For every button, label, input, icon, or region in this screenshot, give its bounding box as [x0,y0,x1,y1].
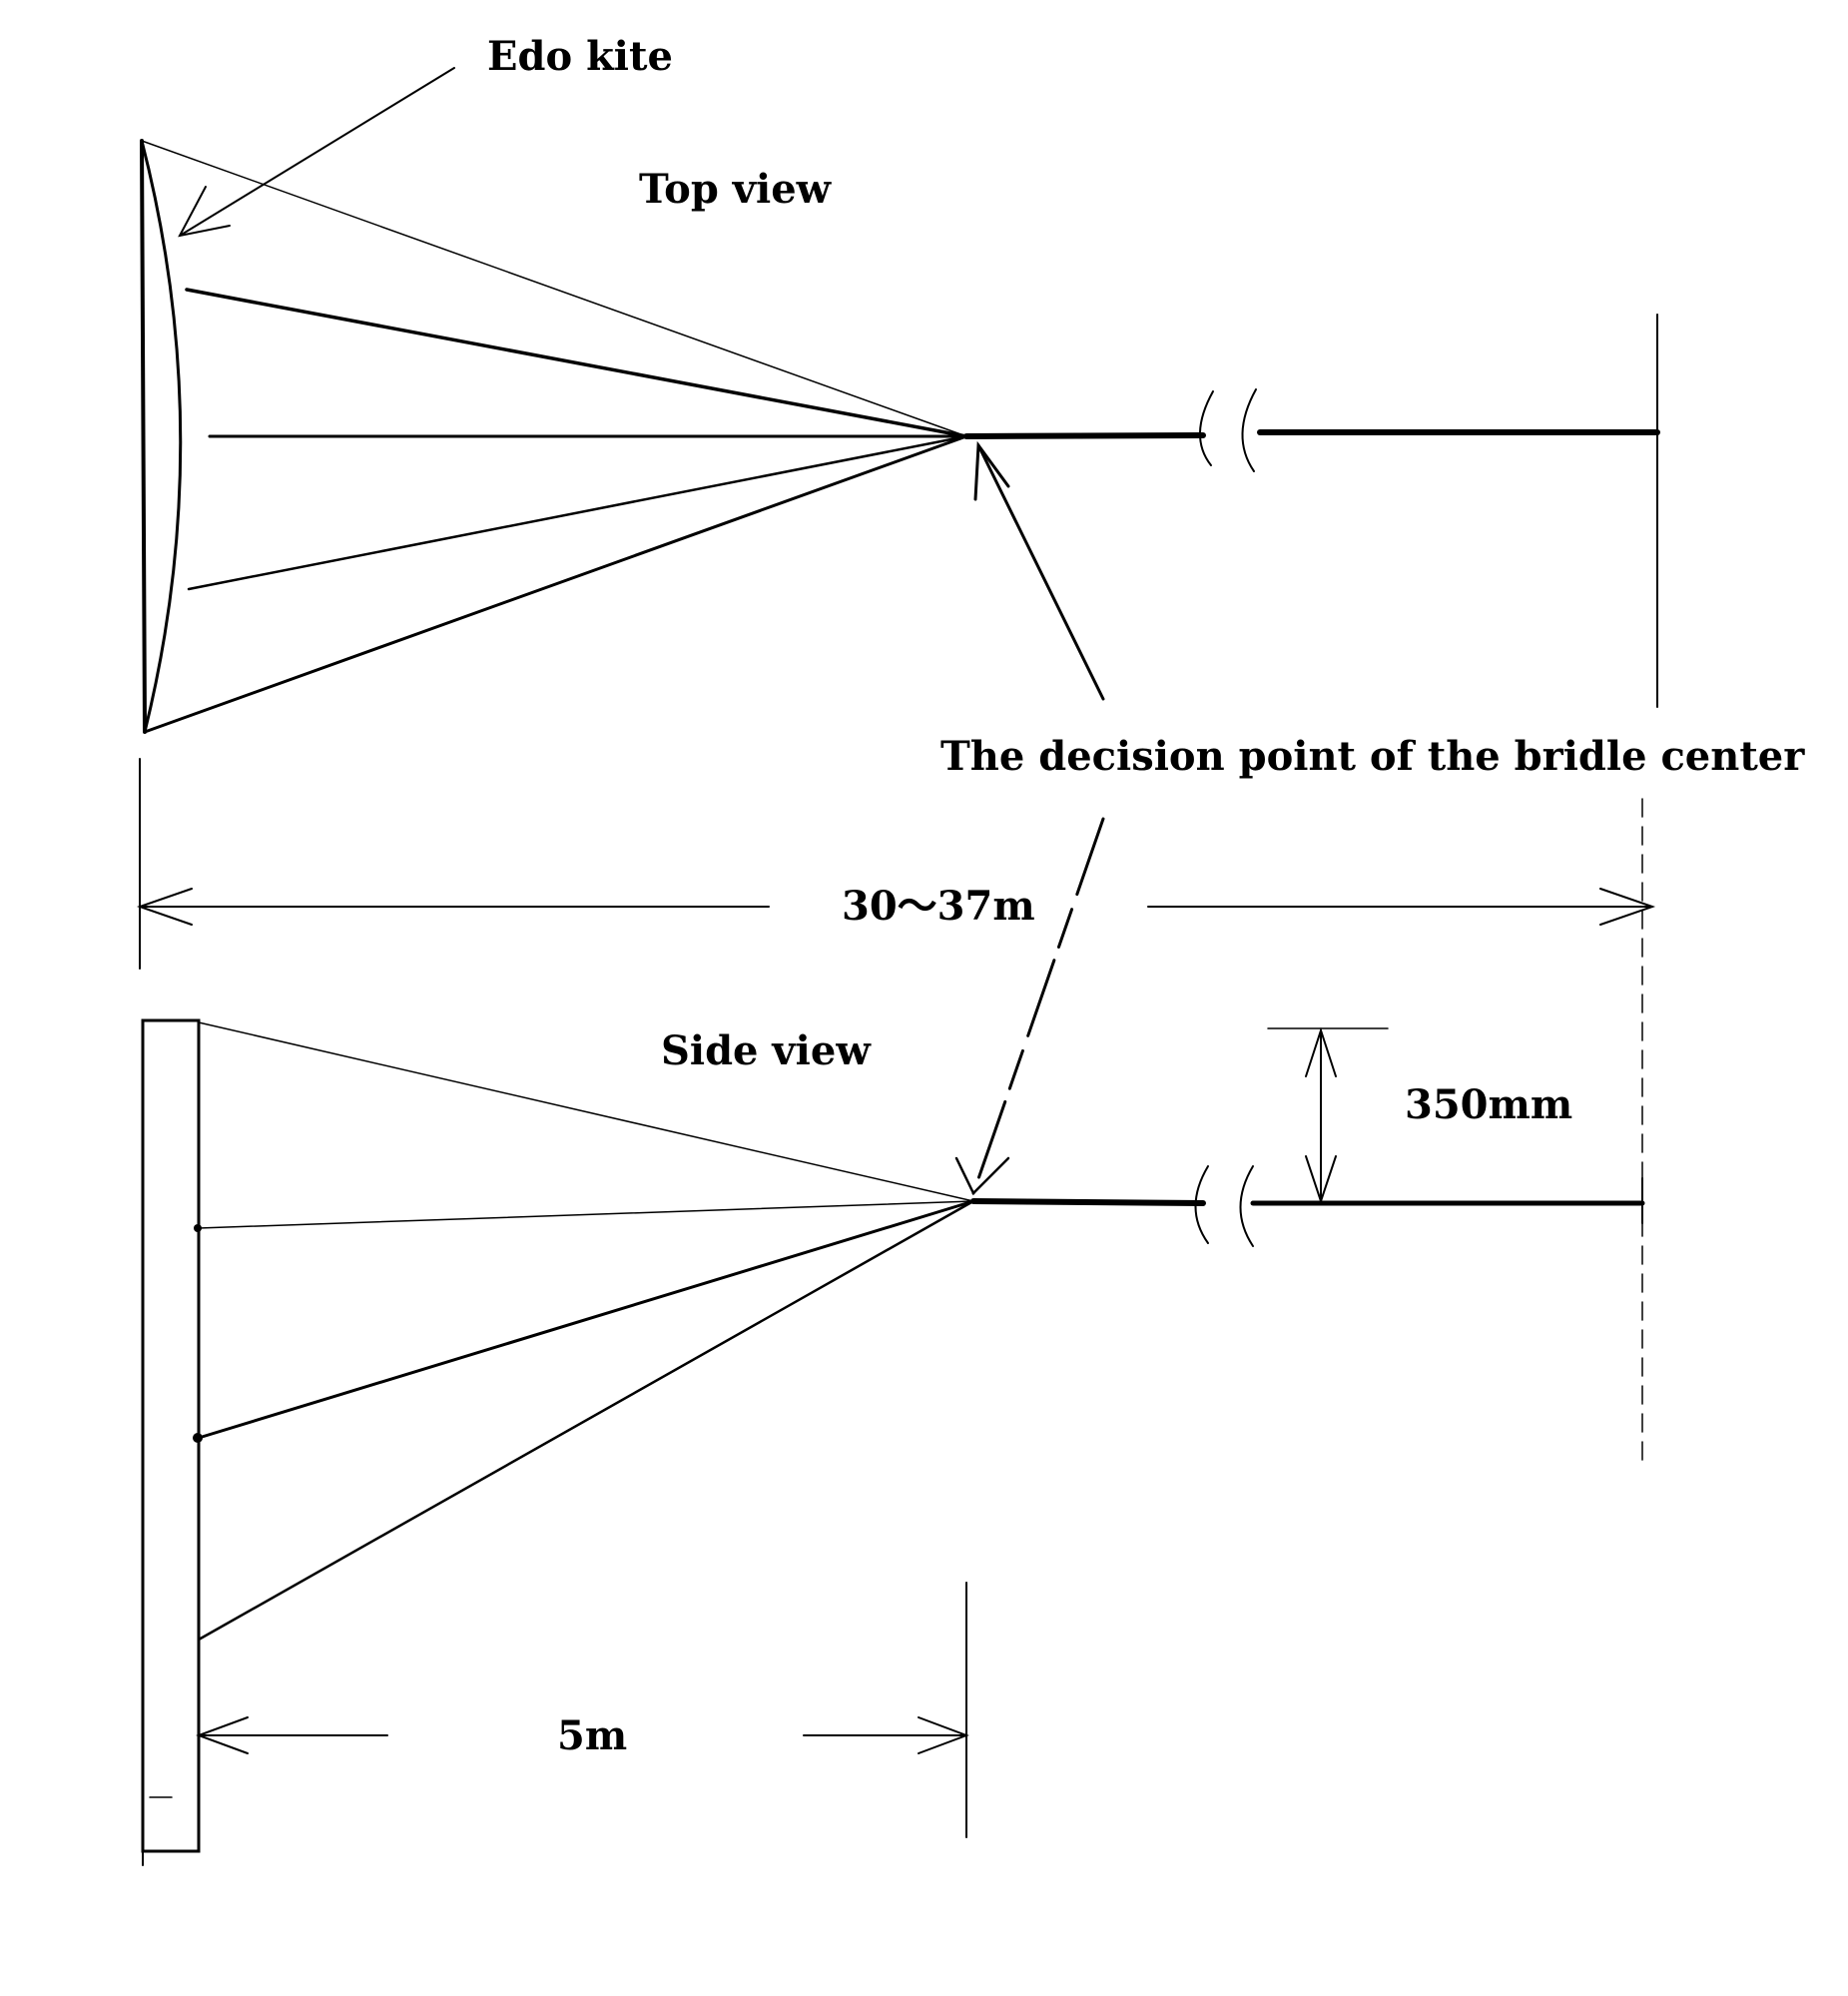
height-offset-label: 350mm [1405,1081,1572,1128]
side-bridle-line-1 [198,1021,974,1202]
top-line-break-right [1241,388,1257,472]
top-kite-outline [140,139,183,734]
top-view [140,67,1660,734]
total-arrow-left-head [136,888,193,926]
top-line-break-left [1199,390,1214,466]
top-bridle-line-1 [141,140,967,437]
total-length-label: 30～37m [842,883,1035,930]
total-arrow-right-head [1599,888,1656,926]
side-bridle-line-2 [198,1200,974,1229]
height-arrow-bottom-head [1305,1155,1337,1205]
side-flying-line-a [970,1198,1206,1206]
top-bridle-line-4 [187,434,968,591]
decision-point-label: The decision point of the bridle center [940,733,1805,780]
side-bridle-line-3 [197,1199,975,1440]
decision-pointer-top [973,440,1105,701]
side-kite-stick [141,1018,201,1853]
side-line-break-left [1194,1165,1209,1244]
side-attach-dot-2 [194,1224,202,1232]
edo-kite-pointer-head [178,186,231,238]
bridle-length-label: 5m [557,1712,627,1759]
height-arrow-top-head [1305,1026,1337,1077]
total-length-dimension [136,758,1656,1469]
top-bridle-line-2 [185,288,968,438]
decision-pointer-side [954,817,1105,1196]
top-bridle-line-5 [143,434,968,734]
top-kite-spine [140,139,147,734]
side-view-label: Side view [661,1027,872,1074]
side-bridle-line-4 [197,1199,975,1642]
side-line-break-right [1239,1165,1254,1247]
bridle-length-right-head [918,1716,969,1754]
bridle-length-left-head [196,1716,249,1754]
edo-kite-label: Edo kite [487,33,673,80]
top-flying-line-a [963,432,1206,439]
side-view [141,1018,1645,1866]
top-view-label: Top view [639,166,833,213]
edo-kite-pointer-line [179,67,455,237]
